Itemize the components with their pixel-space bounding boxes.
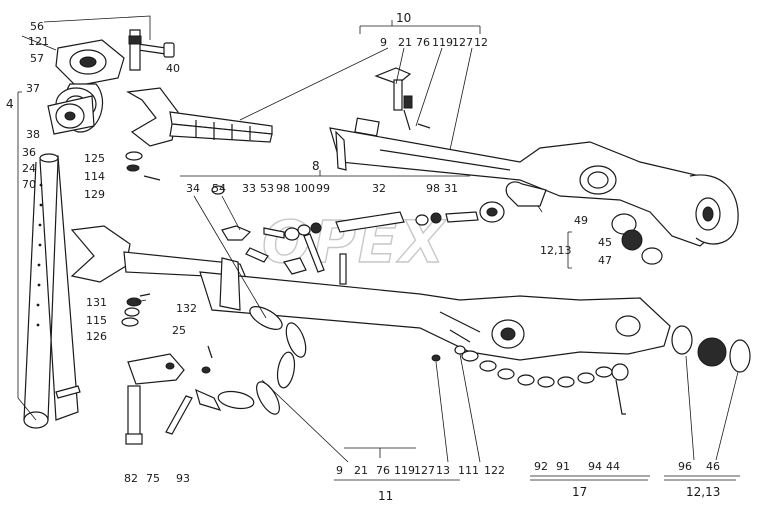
callout-131: 131 (86, 296, 107, 309)
vertical-tube (23, 153, 79, 429)
callout-31: 31 (444, 182, 458, 195)
lower-link-assembly (123, 251, 671, 361)
callout-12-13-upper: 12,13 (540, 244, 572, 257)
callout-98-b: 98 (426, 182, 440, 195)
callout-121: 121 (28, 35, 49, 48)
callout-44: 44 (606, 460, 620, 473)
callout-47: 47 (598, 254, 612, 267)
callout-10: 10 (396, 11, 411, 25)
callout-92: 92 (534, 460, 548, 473)
callout-76-lower: 76 (376, 464, 390, 477)
callout-70: 70 (22, 178, 36, 191)
callout-9-upper: 9 (380, 36, 387, 49)
pin-assembly-lower (283, 253, 347, 285)
leader-lines (17, 15, 740, 477)
upper-link-assembly (329, 117, 739, 247)
callout-126: 126 (86, 330, 107, 343)
bolt-82 (125, 385, 143, 445)
washers-125-114 (125, 151, 143, 172)
callout-119-upper: 119 (432, 36, 453, 49)
clamp-bolt (128, 29, 175, 71)
callout-33: 33 (242, 182, 256, 195)
nut-111-122 (431, 345, 466, 362)
callout-127-upper: 127 (452, 36, 473, 49)
callout-94: 94 (588, 460, 602, 473)
nut-washer-stack (121, 293, 151, 327)
callout-122: 122 (484, 464, 505, 477)
stabilizer-chain (195, 306, 307, 415)
callout-40: 40 (166, 62, 180, 75)
cotter-pin-129 (143, 175, 161, 181)
cotter-127-upper (417, 123, 431, 129)
callout-25: 25 (172, 324, 186, 337)
callout-49: 49 (574, 214, 588, 227)
nut-25 (201, 366, 211, 374)
callout-46: 46 (706, 460, 720, 473)
callout-labels: 56 121 57 40 37 4 38 36 24 70 125 114 12… (6, 11, 720, 503)
callout-34: 34 (186, 182, 200, 195)
callout-53: 53 (260, 182, 274, 195)
callout-127-lower: 127 (414, 464, 435, 477)
callout-4: 4 (6, 97, 14, 111)
callout-12: 12 (474, 36, 488, 49)
callout-9-lower: 9 (336, 464, 343, 477)
callout-38: 38 (26, 128, 40, 141)
callout-37: 37 (26, 82, 40, 95)
callout-24: 24 (22, 162, 36, 175)
upper-yoke (126, 87, 273, 147)
callout-119-lower: 119 (394, 464, 415, 477)
callout-54: 54 (212, 182, 226, 195)
pin-25 (207, 345, 213, 359)
lower-yoke (70, 225, 131, 283)
callout-13: 13 (436, 464, 450, 477)
callout-99: 99 (316, 182, 330, 195)
small-pin (55, 385, 81, 399)
callout-129: 129 (84, 188, 105, 201)
callout-17: 17 (572, 485, 587, 499)
callout-75: 75 (146, 472, 160, 485)
callout-56: 56 (30, 20, 44, 33)
callout-93: 93 (176, 472, 190, 485)
callout-111: 111 (458, 464, 479, 477)
callout-98-a: 98 (276, 182, 290, 195)
callout-36: 36 (22, 146, 36, 159)
pin-93 (165, 395, 193, 435)
callout-82: 82 (124, 472, 138, 485)
callout-115: 115 (86, 314, 107, 327)
chain-hook (505, 181, 547, 207)
clevis-bracket (127, 353, 185, 385)
callout-96: 96 (678, 460, 692, 473)
group-brackets (334, 26, 736, 481)
clamp-assembly (47, 39, 125, 135)
callout-132: 132 (176, 302, 197, 315)
callout-8: 8 (312, 159, 320, 173)
callout-45: 45 (598, 236, 612, 249)
callout-125: 125 (84, 152, 105, 165)
callout-32: 32 (372, 182, 386, 195)
lower-chain (461, 350, 629, 415)
callout-11: 11 (378, 489, 393, 503)
callout-21-upper: 21 (398, 36, 412, 49)
turnbuckle-row (211, 185, 505, 273)
callout-57: 57 (30, 52, 44, 65)
ball-joint-parts-lower (671, 325, 751, 373)
callout-21-lower: 21 (354, 464, 368, 477)
callout-100: 100 (294, 182, 315, 195)
callout-114: 114 (84, 170, 105, 183)
callout-76-upper: 76 (416, 36, 430, 49)
ball-joint-parts-upper (611, 213, 663, 265)
callout-91: 91 (556, 460, 570, 473)
callout-12-13-lower: 12,13 (686, 485, 720, 499)
pin-assembly-upper (374, 67, 413, 131)
